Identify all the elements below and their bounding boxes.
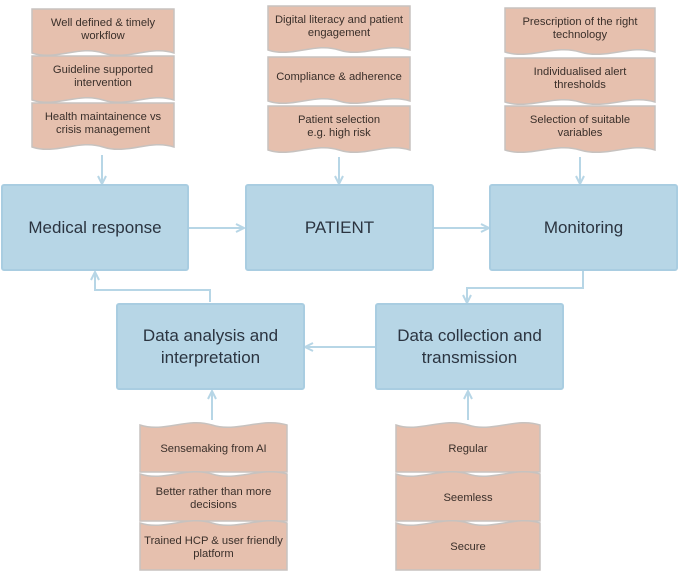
patient-label: PATIENT: [304, 217, 375, 237]
patient-note: Compliance & adherence: [268, 59, 410, 97]
patient-note: Patient selection e.g. high risk: [268, 108, 410, 146]
data-collection-note-text: Secure: [450, 541, 486, 554]
medical-response-note: Guideline supported intervention: [32, 58, 174, 96]
patient-note-text: Patient selection e.g. high risk: [297, 113, 381, 140]
data-collection-node: Data collection and transmission: [375, 303, 564, 390]
monitoring-label: Monitoring: [543, 217, 624, 237]
data-collection-note-text: Regular: [448, 443, 488, 456]
connector-data-analysis-to-medical-response: [95, 273, 211, 302]
monitoring-note-text: Prescription of the right technology: [522, 15, 638, 42]
medical-response-label: Medical response: [28, 217, 162, 237]
data-analysis-note-text: Trained HCP & user friendly platform: [144, 534, 283, 561]
monitoring-note-text: Selection of suitable variables: [529, 113, 631, 140]
patient-notes-stack: [267, 5, 411, 154]
connectors: [95, 155, 583, 420]
data-collection-notes-stack: [395, 421, 541, 571]
patient-note-text: Compliance & adherence: [276, 71, 402, 84]
medical-response-note-text: Well defined & timely workflow: [50, 16, 156, 43]
monitoring-node: Monitoring: [489, 184, 678, 271]
data-analysis-note-text: Better rather than more decisions: [155, 485, 272, 512]
medical-response-note-text: Guideline supported intervention: [52, 63, 154, 90]
patient-note-text: Digital literacy and patient engagement: [274, 13, 404, 40]
connector-monitoring-to-data-collection: [467, 271, 584, 302]
medical-response-note: Health maintainence vs crisis management: [32, 105, 174, 143]
medical-response-node: Medical response: [1, 184, 189, 271]
data-collection-note: Secure: [396, 529, 540, 567]
medical-response-notes-stack: [31, 8, 175, 151]
data-analysis-node: Data analysis and interpretation: [116, 303, 305, 390]
monitoring-note: Individualised alert thresholds: [505, 60, 655, 98]
monitoring-notes-stack: [504, 7, 656, 154]
data-analysis-note: Better rather than more decisions: [140, 480, 287, 518]
medical-response-note: Well defined & timely workflow: [32, 11, 174, 49]
monitoring-note: Prescription of the right technology: [505, 10, 655, 48]
medical-response-note-text: Health maintainence vs crisis management: [44, 110, 162, 137]
data-collection-note-text: Seemless: [443, 492, 493, 505]
data-analysis-label: Data analysis and interpretation: [142, 325, 279, 367]
data-collection-note: Regular: [396, 431, 540, 469]
patient-node: PATIENT: [245, 184, 434, 271]
data-collection-label: Data collection and transmission: [397, 325, 542, 367]
monitoring-note: Selection of suitable variables: [505, 108, 655, 146]
data-analysis-note-text: Sensemaking from AI: [160, 443, 267, 456]
monitoring-note-text: Individualised alert thresholds: [533, 65, 627, 92]
data-analysis-notes-stack: [139, 421, 288, 571]
data-analysis-note: Trained HCP & user friendly platform: [140, 529, 287, 567]
patient-note: Digital literacy and patient engagement: [268, 8, 410, 46]
data-collection-note: Seemless: [396, 480, 540, 518]
data-analysis-note: Sensemaking from AI: [140, 431, 287, 469]
